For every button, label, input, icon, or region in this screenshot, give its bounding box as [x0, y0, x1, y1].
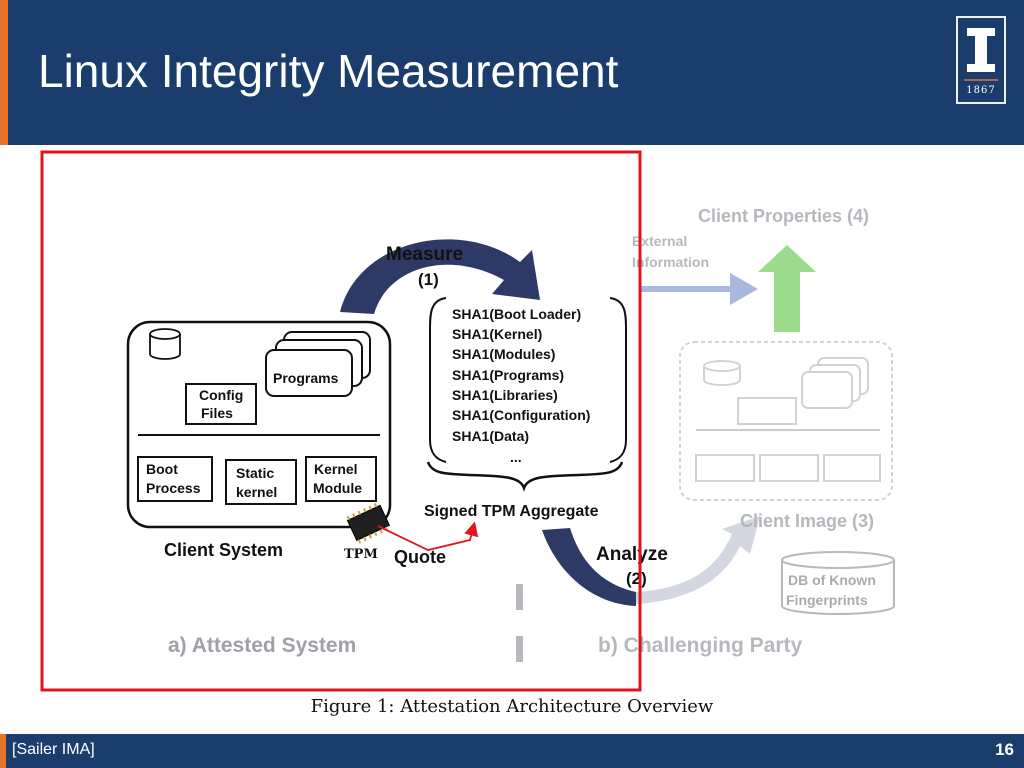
config-files-box: [185, 383, 257, 425]
faded-programs-stack-3: [801, 371, 853, 409]
measure-label: Measure: [386, 244, 463, 265]
slide-number: 16: [995, 740, 1014, 759]
faded-config-box: [737, 397, 797, 425]
config-label-line2: Files: [201, 405, 233, 421]
hash-bracket-right: [609, 297, 627, 463]
tpm-label: TPM: [344, 547, 378, 562]
attestation-diagram: Client Properties (4) Client Image (3) E…: [40, 150, 895, 692]
config-label-line1: Config: [199, 387, 243, 403]
analyze-arrow: [542, 528, 636, 606]
measure-arrow: [340, 239, 540, 314]
hash-item: SHA1(Programs): [452, 367, 564, 383]
university-logo: 1867: [956, 16, 1006, 104]
challenging-party-section: Client Properties (4) Client Image (3) E…: [516, 206, 895, 662]
aggregate-brace: [426, 461, 624, 492]
kernel-module-box: [305, 456, 377, 502]
module-label-line1: Kernel: [314, 461, 358, 477]
properties-up-arrow: [758, 245, 816, 332]
db-label-line2: Fingerprints: [786, 592, 868, 608]
programs-stack-front: [265, 349, 353, 397]
boot-label-line2: Process: [146, 480, 201, 496]
separator-dash-1: [516, 584, 523, 610]
static-kernel-box: [225, 459, 297, 505]
module-label-line2: Module: [313, 480, 362, 496]
hash-item: SHA1(Configuration): [452, 407, 590, 423]
separator-dash-2: [516, 636, 523, 662]
hash-bracket-left: [429, 297, 447, 463]
slide-footer: [Sailer IMA] 16: [0, 734, 1024, 768]
aggregate-label: Signed TPM Aggregate: [424, 503, 599, 520]
hash-item: SHA1(Boot Loader): [452, 306, 581, 322]
hash-item: SHA1(Libraries): [452, 387, 558, 403]
slide-title: Linux Integrity Measurement: [38, 45, 619, 97]
tpm-chip-icon: [346, 502, 391, 544]
programs-label: Programs: [273, 370, 339, 386]
external-info-arrow: [640, 273, 758, 305]
faded-box-1: [695, 454, 755, 482]
client-system: Programs Config Files Boot Process Stati…: [126, 320, 392, 529]
faded-box-2: [759, 454, 819, 482]
client-image-label: Client Image (3): [740, 511, 874, 531]
figure-caption: Figure 1: Attestation Architecture Overv…: [310, 696, 714, 717]
measure-step: (1): [418, 270, 439, 289]
static-label-line1: Static: [236, 465, 274, 481]
client-image-box: [679, 341, 893, 501]
highlight-frame: [40, 150, 642, 692]
faded-box-3: [823, 454, 881, 482]
slide-header: Linux Integrity Measurement 1867: [0, 0, 1024, 145]
attested-system-label: a) Attested System: [168, 634, 356, 657]
hash-item: SHA1(Modules): [452, 346, 555, 362]
quote-label: Quote: [394, 547, 446, 567]
faded-analyze-arrow: [636, 516, 760, 604]
analyze-label: Analyze: [596, 544, 668, 565]
citation-text: [Sailer IMA]: [12, 741, 95, 758]
quote-arrow: [377, 521, 479, 551]
fingerprint-db-icon: [781, 560, 895, 615]
analyze-step: (2): [626, 569, 647, 588]
logo-year: 1867: [966, 85, 996, 96]
hash-item: SHA1(Kernel): [452, 326, 542, 342]
client-properties-label: Client Properties (4): [698, 206, 869, 226]
header-accent-bar: [0, 0, 8, 145]
hash-item: SHA1(Data): [452, 428, 529, 444]
boot-process-box: [137, 456, 213, 502]
block-i-icon: [964, 28, 998, 81]
faded-disk-icon: [703, 366, 741, 386]
boot-label-line1: Boot: [146, 461, 178, 477]
challenging-party-label: b) Challenging Party: [598, 634, 803, 657]
disk-icon: [149, 334, 181, 360]
external-info-line2: Information: [632, 254, 709, 270]
static-label-line2: kernel: [236, 484, 277, 500]
footer-accent-bar: [0, 734, 6, 768]
hash-item: ...: [510, 449, 522, 465]
external-info-line1: External: [632, 233, 687, 249]
db-label-line1: DB of Known: [788, 572, 876, 588]
client-system-label: Client System: [164, 540, 283, 560]
hash-list: SHA1(Boot Loader) SHA1(Kernel) SHA1(Modu…: [452, 306, 590, 465]
